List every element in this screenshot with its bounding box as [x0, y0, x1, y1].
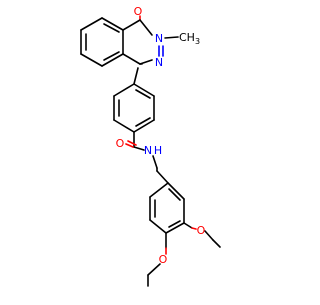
amide-oxygen-label: O — [116, 137, 125, 150]
ring-nitrogen-label: N — [155, 56, 163, 69]
bond-skeleton — [80, 17, 221, 287]
molecule-structure: O N CH3 N O N H O O — [80, 5, 221, 287]
ether-oxygen-2-label: O — [159, 253, 168, 266]
methyl-label: CH3 — [179, 31, 200, 46]
oxygen-bonds — [125, 15, 197, 255]
ether-oxygen-1-label: O — [197, 224, 206, 237]
structure-canvas: O N CH3 N O N H O O — [80, 5, 221, 287]
nitrogen-bonds — [158, 45, 164, 57]
ring-nitrogen-methyl-label: N — [155, 32, 163, 45]
amide-nitrogen-label: N — [144, 144, 152, 157]
amide-hydrogen-label: H — [154, 144, 162, 157]
ketone-oxygen-label: O — [134, 5, 143, 18]
pyridazinone-ring-bonds — [139, 19, 153, 65]
